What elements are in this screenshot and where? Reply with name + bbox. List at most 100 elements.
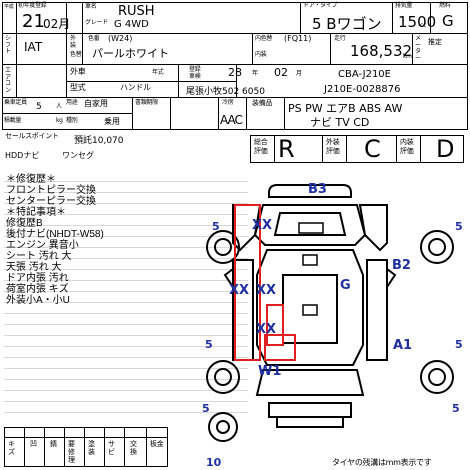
seats-label: 乗車定員 — [4, 99, 27, 106]
legend-label: 凹 — [30, 440, 37, 448]
note-line — [4, 269, 248, 270]
load-label: 積載量 — [4, 117, 22, 124]
form-row-divider-4 — [2, 129, 468, 130]
legend-label: 交換 — [130, 440, 137, 456]
grade-value: G 4WD — [114, 19, 149, 30]
fuel-value: G — [442, 12, 454, 30]
fuel-label: 燃料 — [439, 2, 451, 9]
note-line — [4, 302, 248, 303]
damage-mark-g: G — [340, 278, 351, 293]
seats-value: 5 — [36, 102, 42, 112]
note-line — [4, 313, 248, 314]
tire-depth-rear-right: 5 — [455, 338, 463, 351]
tire-depth-front-right: 5 — [455, 220, 463, 233]
col-div — [132, 97, 133, 130]
use-value: 自家用 — [84, 99, 108, 108]
tire-depth-spare: 10 — [206, 456, 222, 469]
ac-value: AAC — [220, 113, 243, 127]
note-item: 荷室内張 キズ — [6, 284, 69, 295]
note-line — [4, 291, 248, 292]
note-item: 外装小A・小U — [6, 295, 70, 306]
meter-label: メーター — [415, 35, 421, 62]
col-div — [300, 2, 301, 33]
tire-depth-front-left: 5 — [212, 220, 220, 233]
exterior-label: 外装 — [70, 35, 76, 49]
mileage-label: 走行 — [334, 35, 346, 42]
recycle-fee: 預託10,070 — [74, 136, 124, 146]
interior-score-value: D — [436, 135, 455, 163]
legend-col — [44, 427, 45, 467]
reg-year-unit: 年 — [252, 70, 258, 77]
interior-score-label: 内装評価 — [400, 138, 414, 155]
reg-year: 28 — [228, 66, 242, 79]
col-div — [412, 33, 413, 64]
score-div — [274, 135, 275, 163]
form-row-divider-3 — [2, 97, 468, 98]
note-item: ＊修復歴＊ — [6, 174, 56, 185]
damage-mark-w1: W1 — [258, 364, 282, 379]
col-div — [392, 2, 393, 33]
total-score-value: R — [278, 135, 295, 163]
damage-mark-xx: XX — [256, 322, 277, 337]
displacement-label: 排気量 — [395, 2, 413, 9]
displacement-unit: cc — [420, 22, 426, 29]
note-line — [4, 335, 248, 336]
note-line — [4, 192, 248, 193]
docs-label: 書類期限 — [135, 99, 158, 106]
legend-label: サビ — [108, 440, 115, 456]
displacement-value: 1500 — [398, 13, 437, 31]
note-line — [4, 214, 248, 215]
score-div — [322, 135, 323, 163]
interior-color-label: 内色替 — [255, 35, 273, 42]
first-reg-year: 21 — [22, 11, 45, 32]
reg-month: 02 — [274, 66, 288, 79]
note-item: 修復歴B — [6, 218, 43, 229]
form-right-border — [467, 2, 468, 130]
legend-col — [146, 427, 147, 467]
note-line — [4, 225, 248, 226]
damage-mark-xx: XX — [256, 283, 277, 298]
col-div — [82, 2, 83, 33]
score-div — [346, 135, 347, 163]
use-label: 用途 — [66, 99, 78, 106]
note-line — [4, 401, 248, 402]
note-line — [4, 280, 248, 281]
mileage-unit: km — [403, 53, 412, 60]
interior-color-code: (FQ11) — [284, 34, 312, 43]
col-div — [170, 97, 171, 130]
legend-col — [64, 427, 65, 467]
class-value: 乗用 — [104, 117, 120, 126]
first-reg-label: 初年度登録 — [18, 2, 47, 9]
form-row-divider-2 — [2, 64, 468, 65]
col-div — [82, 33, 83, 64]
note-item: ＊特記事項＊ — [6, 207, 66, 218]
frame-number-value: J210E-0028876 — [324, 84, 401, 95]
legend-label: 板金 — [150, 440, 164, 448]
shift-value: IAT — [24, 40, 43, 54]
legend-label: 要修理 — [68, 440, 75, 464]
col-div — [330, 33, 331, 64]
note-line — [4, 324, 248, 325]
note-line — [4, 346, 248, 347]
exterior-score-label: 外装評価 — [326, 138, 340, 155]
note-line — [4, 181, 248, 182]
damage-mark-b3: B3 — [308, 182, 327, 197]
model-year-label: 年式 — [152, 69, 164, 76]
form-row-divider-1 — [2, 33, 468, 34]
note-item: センターピラー交換 — [6, 196, 96, 207]
note-line — [4, 412, 248, 413]
equip-line-1: PS PW エアB ABS AW — [288, 102, 403, 115]
note-line — [4, 368, 248, 369]
seats-unit: 人 — [56, 103, 62, 110]
car-name-value: RUSH — [118, 4, 155, 19]
selling-item: ワンセグ — [62, 151, 94, 160]
door-type-label: ドア・タイプ — [303, 2, 338, 9]
color-code: (W24) — [108, 34, 133, 43]
legend-row-divider — [4, 437, 168, 438]
score-div — [420, 135, 421, 163]
car-diagram — [206, 184, 454, 442]
note-line — [4, 203, 248, 204]
col-div — [218, 97, 219, 130]
note-item: 天張 汚れ 大 — [6, 262, 62, 273]
note-item: フロントピラー交換 — [6, 185, 96, 196]
